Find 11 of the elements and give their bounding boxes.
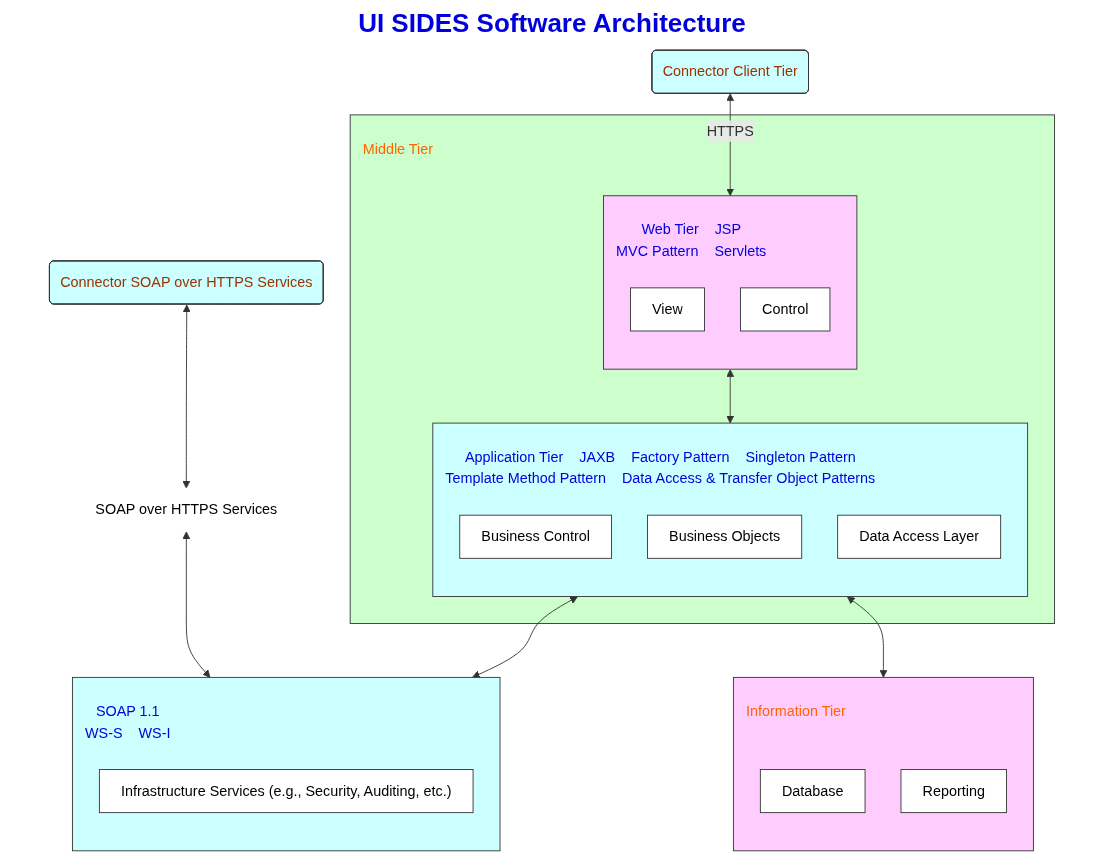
- node-box: Business Control: [459, 514, 613, 559]
- node-box: Control: [740, 287, 831, 332]
- edge-label: HTTPS: [706, 122, 754, 139]
- node-box: Infrastructure Services (e.g., Security, Auditing, etc.): [98, 769, 474, 814]
- node-box: View: [630, 287, 705, 332]
- node-box: Database: [759, 769, 866, 814]
- node-box: Business Objects: [647, 514, 803, 559]
- node-box: Reporting: [900, 769, 1007, 814]
- diagram-title: UI SIDES Software Architecture: [357, 8, 747, 39]
- node-text: SOAP over HTTPS Services: [95, 501, 278, 517]
- node-box: Data Access Layer: [837, 514, 1002, 559]
